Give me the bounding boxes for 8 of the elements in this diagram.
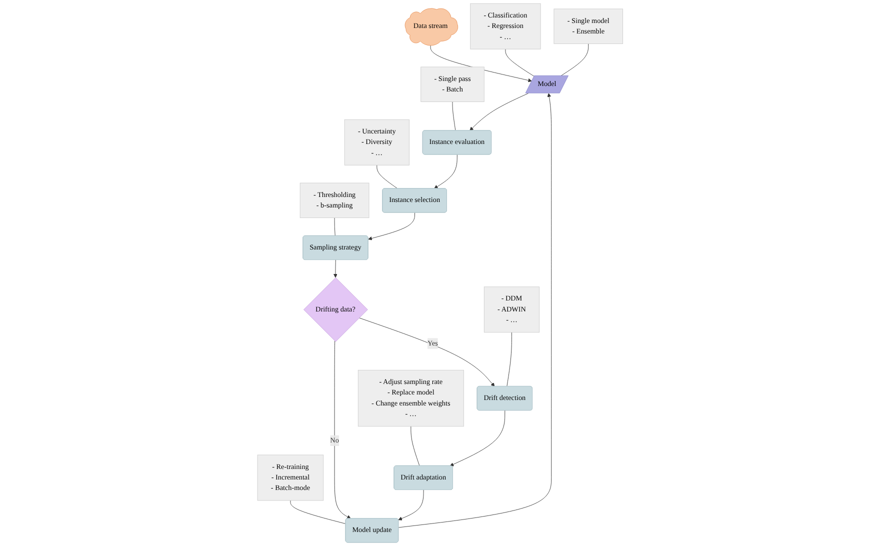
connector — [290, 500, 346, 524]
connector — [410, 426, 420, 466]
connector — [376, 164, 398, 189]
connector — [452, 102, 456, 131]
connector — [560, 44, 588, 76]
connector — [505, 48, 534, 77]
connector — [506, 332, 512, 387]
connector — [334, 218, 336, 236]
